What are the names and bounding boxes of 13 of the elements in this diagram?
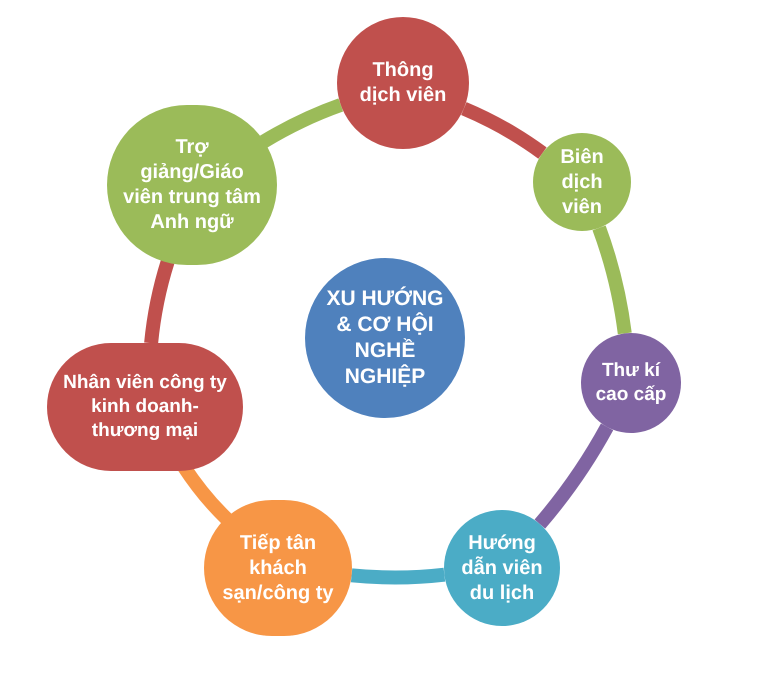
circle-label: XU HƯỚNG & CƠ HỘI NGHỀ NGHIỆP xyxy=(325,286,444,390)
circle-label: Nhân viên công ty kinh doanh-thương mại xyxy=(62,371,228,443)
circle-label: Hướng dẫn viên du lịch xyxy=(460,530,544,606)
ring-connector xyxy=(350,568,446,584)
circle-label: Biên dịch viên xyxy=(559,144,605,220)
circle-label: Thông dịch viên xyxy=(358,58,448,108)
ring-connector xyxy=(461,102,547,159)
circle-label: Trợ giảng/Giáo viên trung tâm Anh ngữ xyxy=(122,135,262,235)
ring-connector xyxy=(534,424,614,529)
ring-connector xyxy=(144,260,174,344)
circle-label: Thư kí cao cấp xyxy=(594,359,668,407)
ring-connector xyxy=(592,226,632,334)
circle-label: Tiếp tân khách sạn/công ty xyxy=(221,530,335,606)
